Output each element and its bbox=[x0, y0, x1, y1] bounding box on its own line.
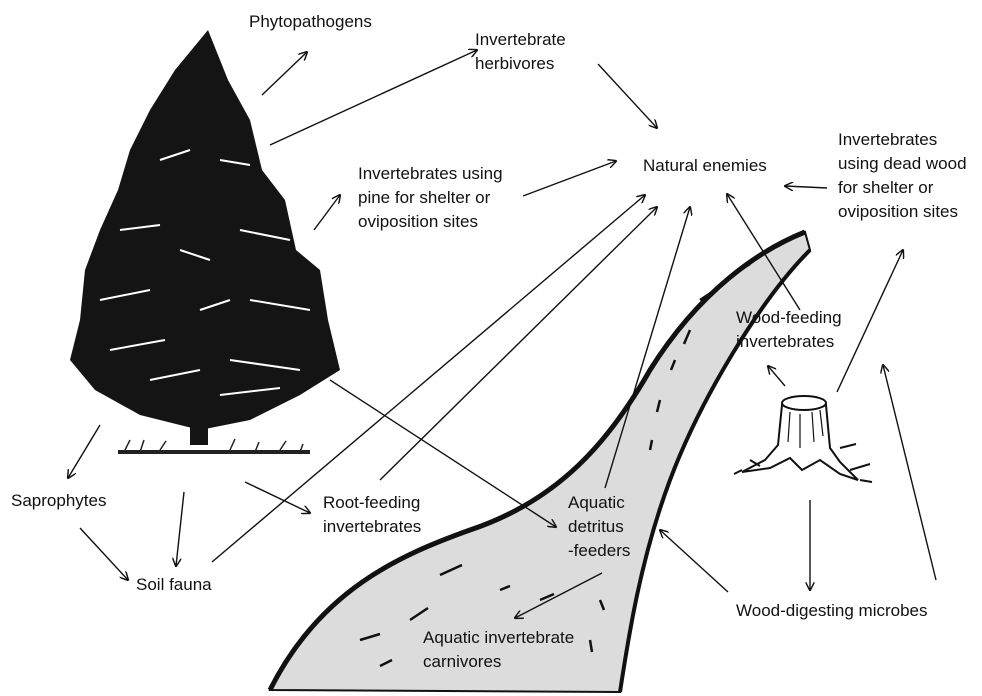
arrow-deadwood-to-enemies bbox=[785, 186, 827, 188]
label-natural-enemies: Natural enemies bbox=[643, 154, 767, 178]
arrow-saprophytes-to-soilfauna bbox=[80, 528, 128, 580]
label-phytopathogens: Phytopathogens bbox=[249, 10, 372, 34]
arrow-tree-to-soilfauna bbox=[176, 492, 184, 566]
label-root-feeding-invertebrates: Root-feeding invertebrates bbox=[323, 491, 421, 539]
stream-illustration bbox=[270, 232, 810, 692]
label-wood-feeding-invertebrates: Wood-feeding invertebrates bbox=[736, 306, 842, 354]
arrow-tree-to-phytopathogens bbox=[262, 52, 307, 95]
arrow-tree-to-herbivores bbox=[270, 50, 477, 145]
arrow-stump-to-woodfeeding bbox=[768, 366, 785, 386]
arrow-stump-to-deadwood bbox=[837, 250, 903, 392]
arrow-microbes-to-woodfeeding bbox=[883, 365, 936, 580]
label-saprophytes: Saprophytes bbox=[11, 489, 106, 513]
tree-stump-illustration bbox=[734, 396, 872, 482]
label-invertebrates-dead-wood: Invertebrates using dead wood for shelte… bbox=[838, 128, 967, 224]
arrow-tree-to-pine-shelter bbox=[314, 195, 340, 230]
label-soil-fauna: Soil fauna bbox=[136, 573, 212, 597]
arrow-pine-shelter-to-enemies bbox=[523, 161, 616, 196]
arrow-herbivores-to-enemies bbox=[598, 64, 657, 128]
label-wood-digesting-microbes: Wood-digesting microbes bbox=[736, 599, 928, 623]
pine-tree-illustration bbox=[70, 30, 340, 452]
arrow-microbes-to-detritus bbox=[660, 530, 728, 592]
label-aquatic-invertebrate-carnivores: Aquatic invertebrate carnivores bbox=[423, 626, 574, 674]
label-aquatic-detritus-feeders: Aquatic detritus -feeders bbox=[568, 491, 630, 563]
arrow-tree-to-saprophytes bbox=[68, 425, 100, 478]
label-invertebrate-herbivores: Invertebrate herbivores bbox=[475, 28, 566, 76]
label-invertebrates-pine-shelter: Invertebrates using pine for shelter or … bbox=[358, 162, 503, 234]
